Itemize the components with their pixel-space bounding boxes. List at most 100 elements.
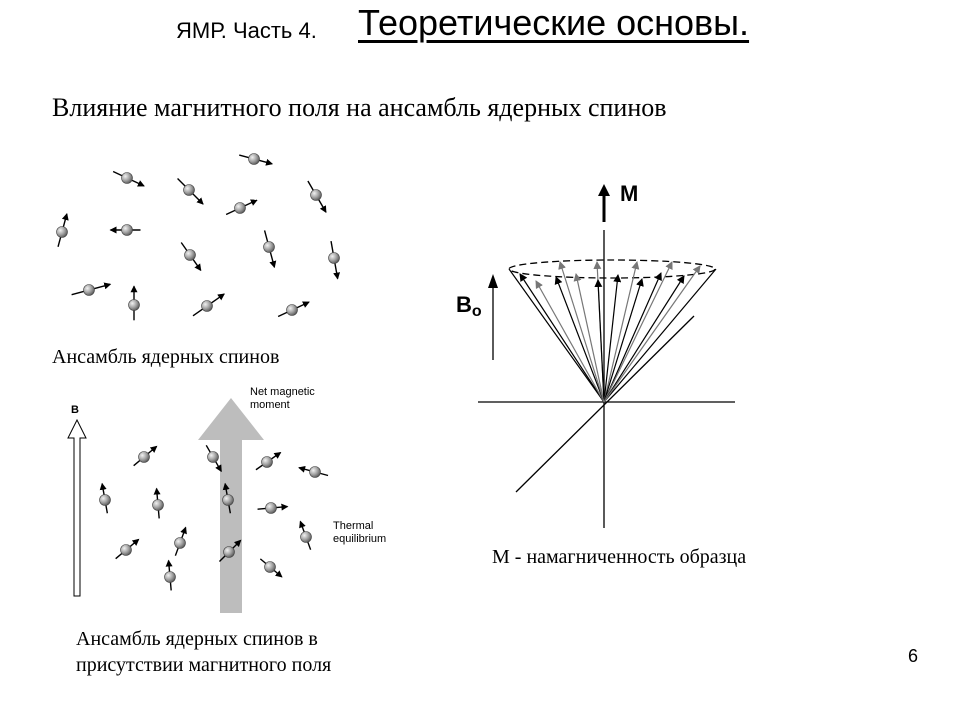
spin — [225, 199, 258, 216]
spin — [263, 230, 277, 269]
cone-vector — [558, 261, 605, 403]
caption-magnetization: М - намагниченность образца — [492, 546, 747, 568]
cone-edge-right — [603, 268, 717, 403]
spin — [218, 539, 242, 563]
spin — [164, 559, 176, 591]
cone-vector — [603, 261, 673, 403]
spin-ball — [223, 546, 235, 558]
spin-ball — [261, 456, 273, 468]
spin-ball — [222, 494, 234, 506]
spin-ball — [248, 153, 260, 165]
m-arrow-head — [598, 184, 610, 196]
net-magnetic-label-line2: moment — [250, 399, 290, 411]
net-magnetic-label-line1: Net magnetic — [250, 386, 315, 398]
slide-header: ЯМР. Часть 4. Теоретические основы. — [0, 0, 960, 60]
cone-vector — [554, 276, 605, 403]
b0-label-main: B — [456, 292, 472, 317]
spin-ball — [263, 241, 275, 253]
spin — [133, 445, 158, 467]
spin-ball — [286, 304, 298, 316]
spin-ball — [184, 249, 196, 261]
slide-subtitle: Влияние магнитного поля на ансамбль ядер… — [52, 93, 667, 122]
spin — [205, 444, 222, 473]
spin — [174, 526, 187, 556]
cone-vector — [603, 278, 644, 403]
field-spin-figure — [67, 398, 329, 613]
cone-vector — [519, 273, 605, 403]
spin-ball — [56, 226, 68, 238]
spin-ball — [264, 561, 276, 573]
spin — [56, 212, 69, 247]
spin — [307, 180, 327, 214]
spin — [328, 241, 341, 280]
cone-vector — [573, 273, 605, 403]
spin — [109, 224, 141, 236]
spin — [259, 558, 283, 578]
b0-arrow-head — [488, 274, 498, 288]
m-label: M — [620, 181, 639, 206]
spin-ball — [207, 451, 219, 463]
spin — [115, 538, 140, 560]
spin-ball — [300, 531, 312, 543]
spin — [277, 301, 310, 318]
cone-edge-left — [508, 268, 605, 403]
cone-vector — [603, 275, 685, 403]
spin-ball — [121, 172, 133, 184]
spin-ball — [120, 544, 132, 556]
spin-ball — [328, 252, 340, 264]
spin — [298, 465, 329, 478]
spin — [112, 170, 145, 187]
cone-spin-vectors — [519, 261, 701, 403]
spin-ball — [309, 466, 321, 478]
cone-rim — [508, 259, 716, 279]
caption-field-ensemble-line1: Ансамбль ядерных спинов в — [76, 628, 318, 650]
spin-ball — [201, 300, 213, 312]
spin — [180, 242, 202, 272]
aligned-spin-ensemble — [99, 444, 329, 591]
spin — [239, 153, 274, 166]
spin-ball — [164, 571, 176, 583]
spin — [299, 520, 312, 550]
spin-ball — [121, 224, 133, 236]
b-field-arrow — [67, 418, 87, 597]
thermal-label-line1: Thermal — [333, 520, 374, 532]
spin — [177, 178, 204, 205]
slide-title: Теоретические основы. — [358, 2, 750, 43]
spin — [255, 451, 282, 471]
y-axis — [515, 315, 695, 493]
spin-ball — [128, 299, 140, 311]
caption-random-ensemble: Ансамбль ядерных спинов — [52, 346, 280, 368]
spin — [71, 282, 112, 296]
cone-vector — [594, 279, 605, 403]
cone-vector — [603, 265, 701, 403]
spin-ball — [99, 494, 111, 506]
cone-vector — [603, 261, 640, 403]
spin-ball — [152, 499, 164, 511]
spin — [192, 293, 225, 317]
caption-field-ensemble-line2: присутствии магнитного поля — [76, 654, 332, 676]
spin — [222, 482, 234, 514]
spin-ball — [310, 189, 322, 201]
spin — [257, 502, 289, 514]
spin-ball — [265, 502, 277, 514]
spin — [128, 285, 140, 321]
cone-vector — [535, 280, 605, 403]
spin-ball — [183, 184, 195, 196]
cone-vector — [603, 274, 622, 403]
b-field-label: B — [71, 404, 79, 416]
spin — [99, 482, 111, 514]
spin-ball — [138, 451, 150, 463]
spin-ball — [174, 537, 186, 549]
random-spin-ensemble — [56, 153, 341, 321]
spin-ball — [234, 202, 246, 214]
b0-label: Bo — [456, 292, 482, 321]
thermal-label-line2: equilibrium — [333, 533, 387, 545]
spin-ball — [83, 284, 95, 296]
b0-label-sub: o — [471, 303, 482, 320]
page-number: 6 — [908, 646, 919, 666]
spin — [152, 487, 164, 519]
net-magnetic-moment-arrow — [198, 398, 264, 613]
precession-cone-diagram — [478, 184, 735, 528]
cone-vector — [603, 272, 662, 403]
